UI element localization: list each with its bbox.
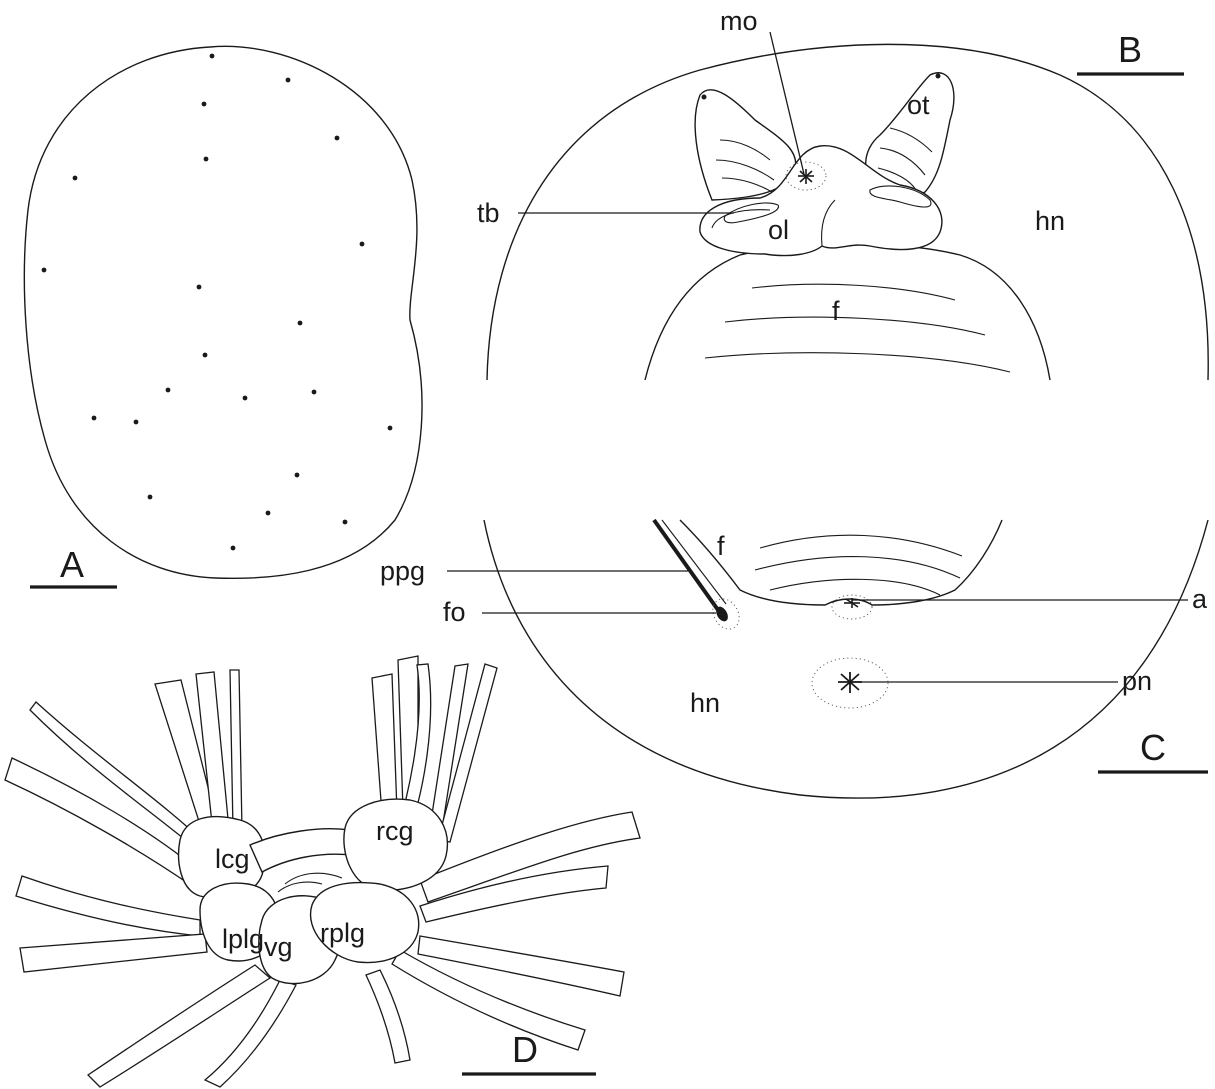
tubercle-dot [266, 511, 271, 516]
tubercle-dot [134, 420, 139, 425]
label-ppg: ppg [380, 556, 425, 586]
tubercle-dot [298, 321, 303, 326]
label-hn-c: hn [690, 688, 720, 718]
mouth-opening [798, 169, 814, 184]
body-outline-dorsal [24, 46, 422, 578]
tubercle-dot [203, 353, 208, 358]
nerve [16, 876, 200, 936]
panel-letter-d: D [512, 1029, 538, 1070]
label-mo: mo [720, 6, 758, 36]
label-rplg: rplg [320, 918, 365, 948]
tubercle-dot [210, 54, 215, 59]
nerve [20, 934, 207, 972]
panel-letter-a: A [60, 544, 84, 585]
tubercle-dot [312, 390, 317, 395]
tubercle-dot [202, 102, 207, 107]
nerve [88, 965, 270, 1087]
tubercle-dot [286, 78, 291, 83]
nerve [366, 970, 410, 1063]
panel-letter-c: C [1140, 727, 1166, 768]
label-lplg: lplg [222, 924, 264, 954]
label-rcg: rcg [376, 816, 414, 846]
panel-d: lcg rcg lplg vg rplg D [5, 656, 640, 1087]
label-hn: hn [1035, 206, 1065, 236]
tubercle-dot [335, 136, 340, 141]
tubercle-dot [231, 546, 236, 551]
nerve [230, 670, 242, 830]
tubercle-dot [360, 242, 365, 247]
tubercle-dot [204, 157, 209, 162]
label-f-c: f [717, 531, 725, 561]
cerebral-commissure [250, 829, 352, 872]
label-f: f [832, 296, 840, 326]
tubercle-dot [92, 416, 97, 421]
label-lcg: lcg [215, 844, 250, 874]
tubercle-dot [166, 388, 171, 393]
tubercle-dot [148, 495, 153, 500]
nerves [5, 656, 640, 1087]
label-pn: pn [1122, 666, 1152, 696]
panel-b: mo ot tb ol hn f B [477, 6, 1208, 380]
tentacle-tip-dot [936, 74, 941, 79]
tubercle-dot [73, 176, 78, 181]
tubercle-dot [197, 285, 202, 290]
connective [278, 882, 322, 892]
label-a: a [1192, 584, 1208, 614]
tubercle-dot [295, 473, 300, 478]
tubercle-dot [42, 268, 47, 273]
label-fo: fo [443, 597, 466, 627]
panel-a: A [24, 46, 422, 587]
tubercle-dot [343, 520, 348, 525]
label-ol: ol [768, 215, 789, 245]
tubercle-dot [243, 396, 248, 401]
panel-c: ppg fo a pn f hn C [380, 520, 1208, 798]
tubercle-dot [388, 426, 393, 431]
label-ot: ot [907, 90, 930, 120]
panel-letter-b: B [1118, 29, 1142, 70]
label-vg: vg [264, 932, 293, 962]
tentacle-tip-dot [702, 95, 707, 100]
label-tb: tb [477, 198, 500, 228]
